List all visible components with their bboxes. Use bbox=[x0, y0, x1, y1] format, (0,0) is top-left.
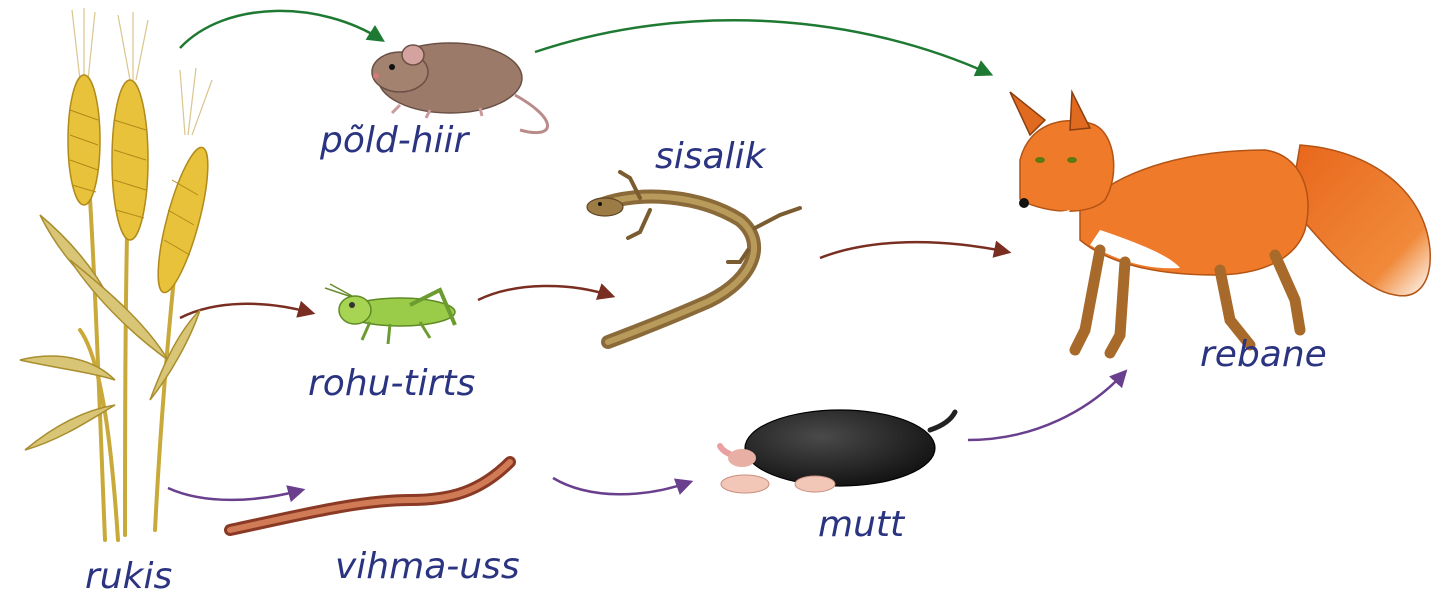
label-rohu-tirts: rohu-tirts bbox=[308, 363, 475, 404]
label-pold-hiir: põld-hiir bbox=[319, 120, 471, 161]
arrow-vihma-uss-to-mutt bbox=[553, 478, 690, 494]
arrow-mutt-to-rebane bbox=[968, 372, 1125, 440]
grasshopper-illustration bbox=[325, 284, 455, 344]
mole-illustration bbox=[720, 410, 955, 493]
label-sisalik: sisalik bbox=[655, 136, 768, 177]
arrow-rohu-tirts-to-sisalik bbox=[478, 286, 612, 300]
label-vihma-uss: vihma-uss bbox=[335, 546, 520, 587]
lizard-illustration bbox=[587, 172, 800, 342]
label-rukis: rukis bbox=[85, 556, 172, 597]
arrow-pold-hiir-to-rebane bbox=[535, 20, 990, 74]
arrow-rukis-to-vihma-uss bbox=[168, 488, 302, 500]
fox-illustration bbox=[1010, 92, 1430, 353]
arrow-sisalik-to-rebane bbox=[820, 242, 1008, 258]
arrows bbox=[168, 11, 1125, 500]
label-mutt: mutt bbox=[818, 504, 906, 545]
rye-illustration bbox=[20, 8, 218, 540]
label-rebane: rebane bbox=[1200, 334, 1327, 375]
arrow-rukis-to-pold-hiir bbox=[180, 11, 382, 48]
